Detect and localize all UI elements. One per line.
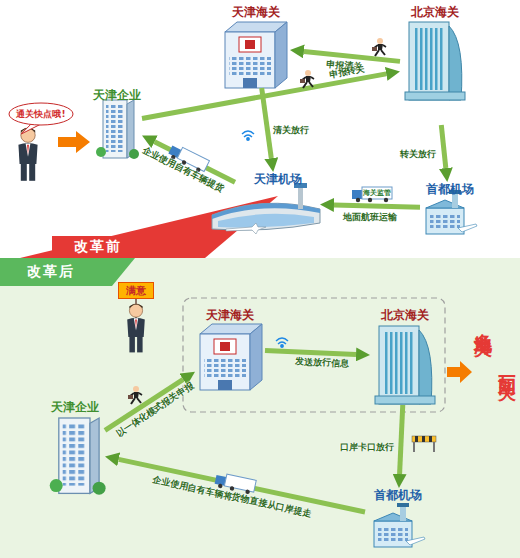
- edge-label: 企业使用自有车辆将货物直接从口岸提走: [152, 474, 313, 521]
- enterprise-node: 天津企业: [45, 400, 105, 500]
- node-label: 天津企业: [92, 88, 142, 102]
- edge-label: 发送放行信息: [295, 355, 350, 370]
- wifi-symbol: [278, 342, 286, 344]
- orange-arrow: [58, 131, 90, 153]
- running-figure: [300, 70, 314, 88]
- green-banner: [0, 258, 135, 286]
- section-banner: 改革前: [52, 236, 144, 257]
- hand-sign: 满意: [118, 282, 154, 299]
- truck-tag: 海关监管: [362, 187, 392, 199]
- barrier-symbol: [433, 442, 435, 452]
- wifi-symbol: [281, 345, 283, 347]
- edge-label: 口岸卡口放行: [340, 440, 394, 453]
- person-figure: [127, 304, 145, 352]
- person-figure: [18, 128, 37, 181]
- customs-node: 北京海关: [400, 5, 470, 125]
- background-panel: [0, 258, 520, 558]
- running-figure: [128, 386, 142, 404]
- enterprise-node: 天津企业: [92, 88, 142, 158]
- truck-icon: [352, 187, 392, 202]
- flow-arrow: [334, 205, 420, 207]
- edge-label: 转关放行: [400, 147, 436, 160]
- airport-node: 首都机场: [365, 488, 430, 550]
- wifi-symbol: [242, 131, 254, 140]
- node-label: 北京海关: [370, 308, 440, 322]
- customs-building: [225, 22, 287, 88]
- edge-label: 企业使用自有车辆提货: [140, 144, 226, 196]
- node-label: 满意: [126, 284, 146, 298]
- running-figure: [372, 38, 386, 56]
- node-label: 天津海关: [195, 308, 265, 322]
- airport-terminal: [212, 183, 320, 234]
- flow-arrow: [400, 405, 403, 474]
- barrier-symbol: [415, 436, 418, 442]
- airport-node: 首都机场: [420, 182, 480, 234]
- wifi-symbol: [247, 138, 249, 140]
- speech-bubble: 通关快点哦!: [8, 102, 74, 126]
- dashed-bracket: [183, 298, 445, 412]
- edge-label: 清关放行: [273, 124, 309, 137]
- illustration: [0, 22, 520, 558]
- flow-arrow: [265, 351, 356, 355]
- node-label: 天津海关: [222, 5, 290, 19]
- wifi-symbol: [276, 338, 288, 341]
- node-label: 北京海关: [400, 5, 470, 19]
- wifi-symbol: [242, 131, 254, 134]
- customs-node: 天津海关: [222, 5, 290, 88]
- wifi-symbol: [276, 338, 288, 347]
- barrier-symbol: [422, 436, 425, 442]
- node-label: 通关快点哦!: [8, 102, 74, 126]
- node-label: 改革后: [27, 263, 75, 281]
- node-label: 首都机场: [365, 488, 430, 502]
- node-label: 首都机场: [420, 182, 480, 196]
- airport-node: 天津机场: [235, 172, 320, 235]
- slogan-text: 多地海关: [472, 318, 494, 326]
- node-label: 改革前: [74, 238, 122, 256]
- flow-arrow: [262, 88, 272, 158]
- barrier-symbol: [412, 436, 436, 452]
- customs-tower: [405, 22, 465, 100]
- illustration: [128, 38, 392, 495]
- bubble-outline: [9, 103, 73, 125]
- section-banner: 改革后: [8, 262, 94, 282]
- barrier-symbol: [413, 442, 415, 452]
- node-label: 天津企业: [45, 400, 105, 414]
- customs-building: [200, 324, 262, 390]
- barrier-symbol: [412, 436, 436, 442]
- connector-layer: [105, 51, 446, 512]
- orange-arrow: [447, 361, 472, 383]
- airport-building: [374, 503, 425, 547]
- enterprise-building: [50, 418, 106, 495]
- barrier-symbol: [429, 436, 432, 442]
- slogan-text: 如同一关: [496, 362, 518, 370]
- node-label: 天津机场: [235, 172, 320, 186]
- customs-node: 北京海关: [370, 308, 440, 405]
- edge-label: 以一体化模式报关申报: [114, 379, 197, 439]
- airport-building: [426, 190, 477, 234]
- bubble-tail: [21, 124, 41, 134]
- wifi-symbol: [244, 135, 252, 137]
- customs-tower: [375, 326, 435, 404]
- flow-arrow: [441, 125, 446, 168]
- enterprise-building: [96, 100, 139, 159]
- edge-label: 地面航班运输: [343, 210, 397, 223]
- customs-node: 天津海关: [195, 308, 265, 390]
